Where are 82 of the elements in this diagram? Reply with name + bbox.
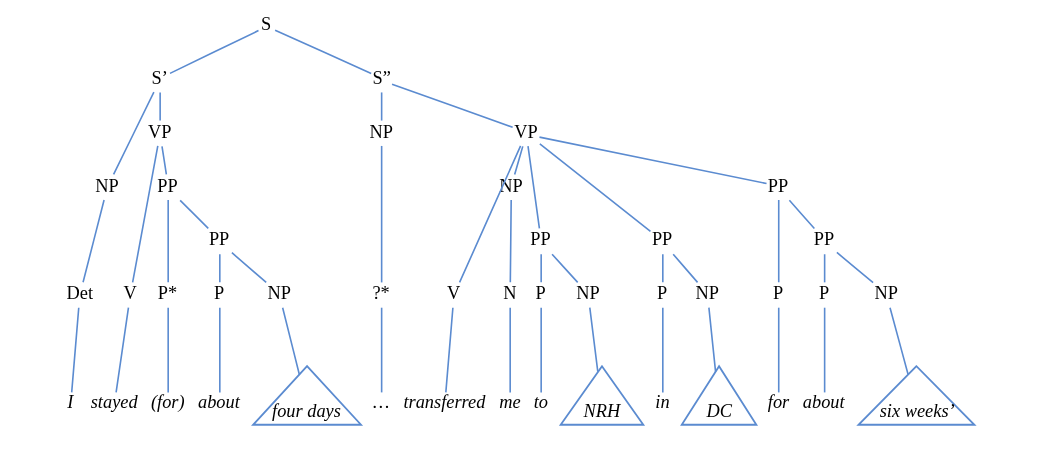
node-text: V	[447, 283, 461, 304]
connector	[788, 199, 816, 230]
node-text: (for)	[150, 392, 185, 413]
node-text: NP	[369, 121, 394, 142]
node-text: P	[772, 283, 784, 304]
connector	[551, 253, 579, 284]
node-text: …	[373, 392, 390, 413]
node-text: stayed	[90, 392, 138, 413]
connector	[219, 253, 221, 284]
connector	[179, 199, 210, 230]
connector	[509, 199, 512, 284]
connector	[167, 306, 169, 394]
connector	[70, 306, 80, 394]
connector	[112, 91, 155, 176]
node-text: NP	[576, 283, 600, 304]
node-text: transferred	[403, 392, 486, 413]
node-text: PP	[651, 229, 673, 250]
node-text: VP	[514, 121, 538, 142]
connector	[391, 83, 514, 129]
node-text: Det	[66, 283, 94, 304]
connector	[115, 306, 130, 394]
node-text: NP	[267, 283, 291, 304]
node-text: about	[198, 392, 240, 413]
connector	[540, 253, 542, 284]
node-text: P*	[157, 283, 178, 304]
node-text: NP	[874, 283, 899, 304]
node-text: NP	[95, 175, 119, 196]
node-text: PP	[767, 175, 789, 196]
connector	[527, 145, 541, 230]
node-text: N	[503, 283, 517, 304]
node-text: about	[802, 392, 845, 413]
connector	[82, 199, 105, 284]
node-text: PP	[208, 229, 230, 250]
connector	[777, 306, 780, 394]
node-text: NP	[695, 283, 720, 304]
node-text: P	[214, 283, 225, 304]
connector	[274, 29, 372, 75]
connector	[380, 306, 383, 394]
connector	[458, 145, 522, 284]
connector	[889, 306, 909, 376]
connector	[169, 29, 260, 75]
connector	[509, 306, 511, 394]
node-text: PP	[813, 229, 835, 250]
node-text: VP	[148, 121, 172, 142]
connector	[161, 145, 168, 176]
connector	[281, 306, 301, 376]
connector	[380, 145, 383, 284]
node-text: to	[533, 392, 548, 413]
connector	[131, 145, 159, 284]
connector	[836, 251, 874, 284]
node-text: PP	[530, 229, 551, 250]
connector	[823, 253, 826, 284]
connector	[167, 199, 169, 284]
connector	[672, 253, 699, 284]
node-text: S	[261, 13, 272, 34]
connector	[708, 306, 717, 373]
connector	[513, 145, 524, 176]
connector	[159, 91, 161, 122]
connector	[538, 136, 768, 185]
connector	[777, 199, 780, 284]
node-text: P	[818, 283, 830, 304]
connector	[219, 306, 221, 394]
connector	[662, 253, 664, 284]
node-text: I	[67, 392, 74, 413]
node-text: ?*	[372, 283, 390, 304]
node-text: S’	[151, 67, 168, 88]
node-text: P	[657, 283, 668, 304]
connector	[231, 251, 267, 284]
connector	[823, 306, 826, 394]
connector	[445, 306, 454, 394]
node-text: PP	[157, 175, 178, 196]
node-text: P	[535, 283, 546, 304]
connector	[380, 91, 383, 122]
node-text: V	[123, 283, 137, 304]
connector	[539, 143, 652, 233]
connector	[540, 306, 542, 394]
connector	[662, 306, 664, 394]
node-text: in	[655, 392, 670, 413]
connector	[589, 306, 599, 373]
node-text: S”	[372, 67, 391, 88]
node-text: me	[499, 392, 521, 413]
node-text: for	[767, 392, 790, 413]
